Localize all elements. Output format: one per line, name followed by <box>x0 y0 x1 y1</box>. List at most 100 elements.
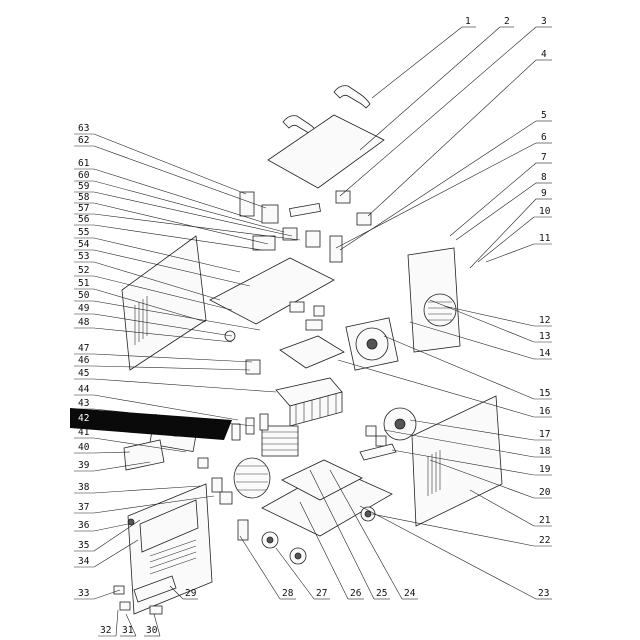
leader-line <box>367 59 537 217</box>
leader-line <box>409 321 535 360</box>
leader-line <box>93 523 129 532</box>
leader-line <box>477 216 535 263</box>
leader-line <box>337 359 535 418</box>
leader-line <box>93 145 267 209</box>
part-label-57: 57 <box>78 203 89 214</box>
part-label-40: 40 <box>78 442 90 453</box>
right-side-panel-part <box>411 395 503 527</box>
wheels-part <box>261 506 376 565</box>
leader-line <box>93 313 233 337</box>
part-label-60: 60 <box>78 170 90 181</box>
part-label-5: 5 <box>541 110 547 121</box>
part-label-56: 56 <box>78 214 90 225</box>
leader-line <box>153 613 161 637</box>
leader-line <box>275 547 315 600</box>
small-components <box>239 190 372 263</box>
part-label-58: 58 <box>78 192 90 203</box>
leader-line <box>93 191 293 237</box>
front-label-plate-part <box>123 439 165 471</box>
part-label-50: 50 <box>78 290 90 301</box>
leader-line <box>429 299 535 343</box>
leader-line <box>455 182 537 241</box>
part-label-4: 4 <box>541 49 547 60</box>
part-label-10: 10 <box>539 206 551 217</box>
part-label-24: 24 <box>404 588 416 599</box>
part-label-54: 54 <box>78 239 90 250</box>
leader-line <box>443 305 535 327</box>
leader-line <box>429 459 535 499</box>
leader-line <box>125 613 137 637</box>
leader-line <box>93 288 207 323</box>
part-label-47: 47 <box>78 343 89 354</box>
part-label-52: 52 <box>78 265 89 276</box>
leader-line <box>93 394 239 421</box>
top-plate-part <box>267 114 385 189</box>
right-labels: 1 2 3 4 5 6 7 8 9 10 11 12 13 14 15 16 1… <box>465 16 551 546</box>
leader-line <box>239 535 281 600</box>
part-label-7: 7 <box>541 152 547 163</box>
part-label-55: 55 <box>78 227 89 238</box>
heatsink-part <box>275 377 343 427</box>
leader-line <box>93 461 151 472</box>
part-label-19: 19 <box>539 464 551 475</box>
part-label-63: 63 <box>78 123 89 134</box>
part-label-2: 2 <box>504 16 510 27</box>
leader-line <box>93 249 251 287</box>
part-label-20: 20 <box>539 487 551 498</box>
part-label-11: 11 <box>539 233 551 244</box>
leader-line <box>93 519 141 552</box>
part-label-45: 45 <box>78 368 89 379</box>
leader-line <box>449 162 537 237</box>
left-side-panel-part <box>121 235 207 371</box>
part-label-46: 46 <box>78 355 90 366</box>
part-label-3: 3 <box>541 16 547 27</box>
part-label-41: 41 <box>78 427 90 438</box>
knob-part <box>127 518 135 526</box>
part-label-13: 13 <box>539 331 550 342</box>
part-label-22: 22 <box>539 535 550 546</box>
part-label-43: 43 <box>78 398 89 409</box>
part-label-30: 30 <box>146 625 158 636</box>
switch-components <box>197 413 269 505</box>
part-label-28: 28 <box>282 588 294 599</box>
leader-line <box>93 327 233 343</box>
leader-line <box>93 180 285 233</box>
part-label-12: 12 <box>539 315 550 326</box>
bottom-labels: 32 31 30 29 28 27 26 25 24 23 <box>100 588 549 636</box>
leader-line <box>93 378 277 393</box>
leader-line <box>93 168 263 223</box>
leader-line <box>371 26 463 99</box>
leader-line <box>93 495 215 514</box>
part-label-51: 51 <box>78 278 90 289</box>
part-label-61: 61 <box>78 158 90 169</box>
part-label-53: 53 <box>78 251 89 262</box>
leader-line <box>299 501 349 600</box>
bracket-part <box>359 443 397 461</box>
leader-line <box>93 237 241 273</box>
leader-line <box>93 451 131 454</box>
leader-line <box>93 261 221 301</box>
leader-line <box>93 353 253 363</box>
leader-line <box>93 485 201 494</box>
leader-line <box>93 133 247 195</box>
part-label-35: 35 <box>78 540 89 551</box>
part-label-36: 36 <box>78 520 90 531</box>
leader-line <box>93 275 233 311</box>
part-label-23: 23 <box>538 588 549 599</box>
heatsink-plate-part <box>279 335 345 369</box>
leader-line <box>93 213 301 241</box>
part-label-62: 62 <box>78 135 89 146</box>
leader-line <box>309 469 375 600</box>
part-label-34: 34 <box>78 556 90 567</box>
part-label-18: 18 <box>539 446 551 457</box>
part-label-29: 29 <box>185 588 197 599</box>
main-board-plate-part <box>209 257 335 325</box>
part-label-33: 33 <box>78 588 89 599</box>
part-label-25: 25 <box>376 588 387 599</box>
leader-lines <box>74 26 552 637</box>
highlight-band <box>70 408 232 440</box>
part-label-6: 6 <box>541 132 547 143</box>
part-label-1: 1 <box>465 16 471 27</box>
terminal-plate-part <box>133 575 177 603</box>
part-label-32: 32 <box>100 625 111 636</box>
